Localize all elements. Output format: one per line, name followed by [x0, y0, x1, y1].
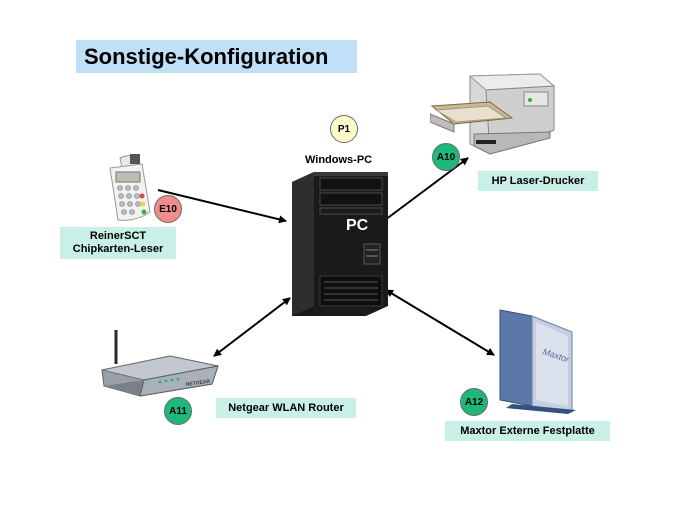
arrow-pc-router	[213, 297, 291, 357]
arrow-card-reader-to-pc	[157, 189, 287, 224]
card-reader-label-line1: ReinerSCT	[89, 230, 147, 242]
output-badge: A12	[460, 388, 488, 416]
router-brand-text: NETGEAR	[185, 379, 210, 388]
router-icon: NETGEAR	[101, 330, 219, 397]
input-badge: E10	[154, 195, 182, 223]
arrow-pc-hdd	[385, 289, 495, 356]
processor-badge: P1	[330, 115, 358, 143]
page-title: Sonstige-Konfiguration	[76, 40, 357, 73]
pc-tower-icon: PC	[292, 172, 388, 316]
external-drive-icon: Maxtor	[499, 309, 576, 414]
router-label: Netgear WLAN Router	[216, 398, 356, 418]
pc-case-text: PC	[346, 217, 369, 234]
card-reader-icon	[109, 154, 151, 221]
printer-icon	[430, 73, 556, 155]
card-reader-label: ReinerSCT Chipkarten-Leser	[60, 227, 176, 259]
printer-label: HP Laser-Drucker	[478, 171, 598, 191]
output-badge: A11	[164, 397, 192, 425]
card-reader-label-line2: Chipkarten-Leser	[72, 243, 164, 255]
pc-label: Windows-PC	[305, 154, 373, 166]
output-badge: A10	[432, 143, 460, 171]
arrow-pc-to-printer	[384, 157, 469, 221]
hdd-label: Maxtor Externe Festplatte	[445, 421, 610, 441]
